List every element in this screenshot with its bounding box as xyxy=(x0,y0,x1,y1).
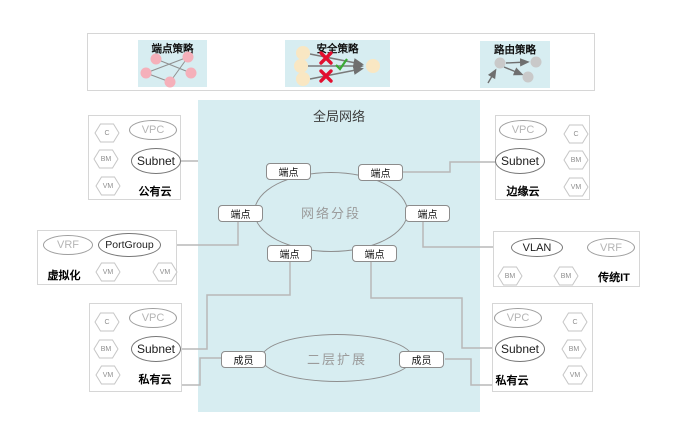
endpoint-chip-bottom-right: 端点 xyxy=(352,245,397,262)
endpoint-chip-right: 端点 xyxy=(405,205,450,222)
virtualization-label: 虚拟化 xyxy=(47,270,81,282)
legacy-it-label: 传统IT xyxy=(598,272,630,284)
wire-private-left-to-endpoint xyxy=(181,262,291,350)
network-segment-ellipse: 网络分段 xyxy=(254,172,408,252)
private-cloud-right-vm-hexagon: VM xyxy=(562,365,588,385)
wire-virtualization-to-endpoint xyxy=(160,222,239,246)
global-network-title: 全局网络 xyxy=(312,109,365,124)
public-cloud-subnet-ellipse: Subnet xyxy=(131,148,181,174)
private-cloud-right-c-hexagon: C xyxy=(562,312,588,332)
edge-cloud-label: 边缘云 xyxy=(506,186,540,198)
legacy-it-bm1-hexagon: BM xyxy=(497,266,523,286)
wire-private-right-to-endpoint xyxy=(370,262,495,349)
edge-cloud-bm-hexagon: BM xyxy=(563,150,589,170)
public-cloud-bm-hexagon: BM xyxy=(93,149,119,169)
edge-cloud-subnet-ellipse: Subnet xyxy=(495,148,545,174)
private-cloud-left-subnet-ellipse: Subnet xyxy=(131,336,181,362)
private-cloud-right-bm-hexagon: BM xyxy=(561,339,587,359)
private-cloud-left-label: 私有云 xyxy=(138,374,172,386)
private-cloud-right-label: 私有云 xyxy=(495,375,529,387)
legacy-it-bm2-hexagon: BM xyxy=(553,266,579,286)
private-cloud-left-vpc-ellipse: VPC xyxy=(129,308,177,328)
endpoint-chip-bottom-left: 端点 xyxy=(267,245,312,262)
private-cloud-left-c-hexagon: C xyxy=(94,312,120,332)
edge-cloud-c-hexagon: C xyxy=(563,124,589,144)
public-cloud-vm-hexagon: VM xyxy=(95,176,121,196)
layer2-extension-ellipse: 二层扩展 xyxy=(261,334,413,382)
member-chip-right: 成员 xyxy=(399,351,444,368)
virtualization-portgroup-ellipse: PortGroup xyxy=(98,233,161,257)
private-cloud-left-vm-hexagon: VM xyxy=(95,365,121,385)
edge-cloud-vm-hexagon: VM xyxy=(563,177,589,197)
edge-cloud-vpc-ellipse: VPC xyxy=(499,120,547,140)
virtualization-vm1-hexagon: VM xyxy=(95,262,121,282)
public-cloud-c-hexagon: C xyxy=(94,123,120,143)
routing-policy-icon xyxy=(487,56,542,84)
security-policy-icon xyxy=(294,46,380,86)
member-chip-left: 成员 xyxy=(221,351,266,368)
endpoint-chip-left: 端点 xyxy=(218,205,263,222)
legacy-it-vlan-ellipse: VLAN xyxy=(511,238,563,257)
public-cloud-vpc-ellipse: VPC xyxy=(129,120,177,140)
legacy-it-vrf-ellipse: VRF xyxy=(587,238,635,257)
endpoint-chip-top-right: 端点 xyxy=(358,164,403,181)
private-cloud-right-vpc-ellipse: VPC xyxy=(494,308,542,328)
public-cloud-label: 公有云 xyxy=(138,186,172,198)
endpoint-policy-title: 端点策略 xyxy=(151,43,194,55)
endpoint-policy-icon xyxy=(140,51,197,88)
virtualization-vm2-hexagon: VM xyxy=(152,262,178,282)
virtualization-vrf-ellipse: VRF xyxy=(43,235,93,255)
private-cloud-left-bm-hexagon: BM xyxy=(93,339,119,359)
security-policy-title: 安全策略 xyxy=(316,43,359,55)
endpoint-chip-top-left: 端点 xyxy=(266,163,311,180)
private-cloud-right-subnet-ellipse: Subnet xyxy=(495,336,545,362)
wire-edge-cloud-to-endpoint xyxy=(403,161,495,173)
wire-legacy-it-to-endpoint xyxy=(422,221,511,248)
routing-policy-title: 路由策略 xyxy=(494,44,536,56)
